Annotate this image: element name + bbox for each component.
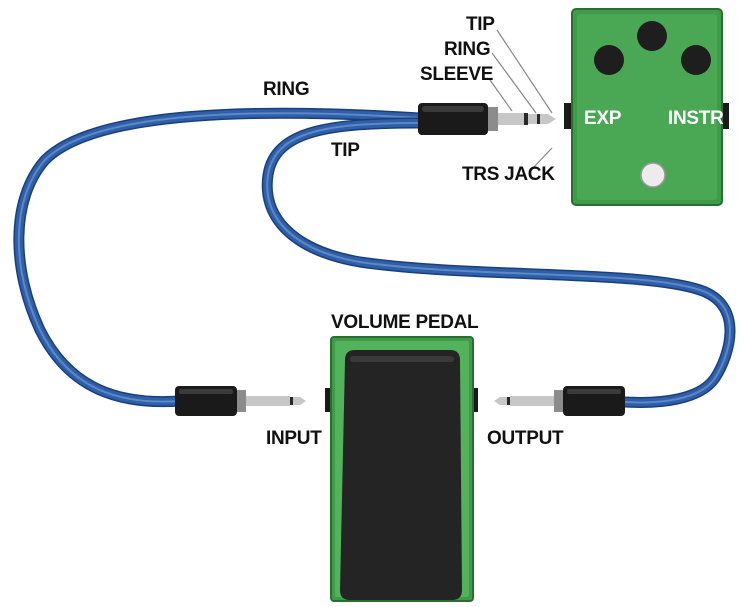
- ts-plug-icon: [175, 386, 306, 416]
- leader-lines: [489, 29, 553, 169]
- knob-icon: [637, 21, 667, 51]
- pedal-treadle: [340, 350, 462, 600]
- label-ring-top: RING: [444, 39, 490, 60]
- label-ring-cable: RING: [263, 79, 309, 100]
- knob-icon: [681, 45, 711, 75]
- label-trs-jack: TRS JACK: [462, 164, 555, 185]
- label-output: OUTPUT: [487, 428, 564, 449]
- footswitch-icon: [640, 162, 666, 188]
- trs-plug-icon: [418, 103, 556, 135]
- label-instr: INSTR: [668, 108, 724, 129]
- ts-plug-icon: [494, 386, 625, 416]
- label-tip-cable: TIP: [331, 140, 360, 161]
- instr-jack: [719, 103, 729, 129]
- label-input: INPUT: [266, 428, 322, 449]
- volume-input-jack: [325, 388, 333, 412]
- label-volume-pedal: VOLUME PEDAL: [331, 312, 479, 333]
- knob-icon: [594, 45, 624, 75]
- exp-jack: [564, 103, 574, 129]
- cable-tip: [261, 117, 736, 408]
- volume-pedal: [325, 336, 478, 602]
- effect-pedal: [564, 8, 729, 206]
- label-exp: EXP: [584, 108, 622, 129]
- label-sleeve: SLEEVE: [420, 64, 493, 85]
- label-tip-top: TIP: [466, 14, 495, 35]
- cable-ring: [13, 107, 426, 408]
